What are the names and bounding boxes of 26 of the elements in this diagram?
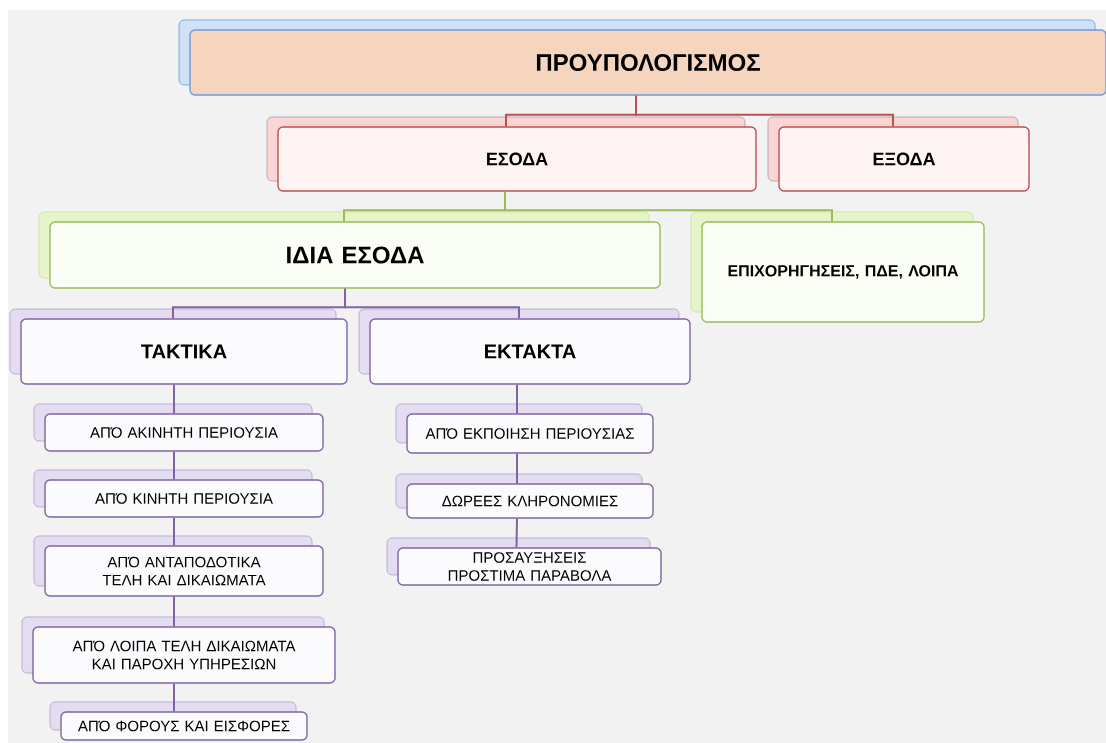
item-box: ΑΠΌ ΛΟΙΠΑ ΤΕΛΗ ΔΙΚΑΙΩΜΑΤΑ ΚΑΙ ΠΑΡΟΧΗ ΥΠΗΡΕΣΙΩΝ bbox=[21, 616, 336, 684]
category-box: ΕΞΟΔΑ bbox=[767, 116, 1030, 192]
connector-line bbox=[173, 450, 175, 481]
connector-line bbox=[516, 452, 518, 485]
item-box: ΑΠΌ ΑΚΙΝΗΤΗ ΠΕΡΙΟΥΣΙΑ bbox=[33, 403, 324, 452]
connector-line bbox=[173, 516, 175, 547]
category-box: ΙΔΙΑ ΕΣΟΔΑ bbox=[38, 211, 661, 289]
title-box: ΠΡΟΥΠΟΛΟΓΙΣΜΟΣ bbox=[178, 19, 1106, 96]
connector-line bbox=[173, 682, 175, 713]
item-box: ΑΠΌ ΕΚΠΟΙΗΣΗ ΠΕΡΙΟΥΣΙΑΣ bbox=[395, 403, 654, 454]
connector-line bbox=[173, 383, 175, 415]
category-box: ΕΣΟΔΑ bbox=[266, 116, 757, 192]
connector-line bbox=[504, 190, 833, 223]
item-box: ΑΠΌ ΑΝΤΑΠΟΔΟΤΙΚΑ ΤΕΛΗ ΚΑΙ ΔΙΚΑΙΩΜΑΤΑ bbox=[33, 535, 324, 597]
connector-line bbox=[173, 595, 175, 628]
item-box: ΑΠΌ ΦΟΡΟΥΣ ΚΑΙ ΕΙΣΦΟΡΕΣ bbox=[49, 701, 308, 741]
connector-line bbox=[635, 94, 894, 128]
item-box: ΑΠΌ ΚΙΝΗΤΗ ΠΕΡΙΟΥΣΙΑ bbox=[33, 469, 324, 518]
connector-line bbox=[515, 517, 518, 549]
category-box: ΕΠΙΧΟΡΗΓΗΣΕΙΣ, ΠΔΕ, ΛΟΙΠΑ bbox=[690, 211, 985, 323]
category-box: ΕΚΤΑΚΤΑ bbox=[358, 308, 691, 385]
item-box: ΔΩΡΕΕΣ ΚΛΗΡΟΝΟΜΙΕΣ bbox=[395, 473, 654, 519]
connector-line bbox=[344, 287, 520, 320]
item-box: ΠΡΟΣΑΥΞΗΣΕΙΣ ΠΡΟΣΤΙΜΑ ΠΑΡΑΒΟΛΑ bbox=[386, 537, 662, 586]
connector-line bbox=[516, 383, 518, 415]
category-box: ΤΑΚΤΙΚΑ bbox=[9, 308, 348, 385]
